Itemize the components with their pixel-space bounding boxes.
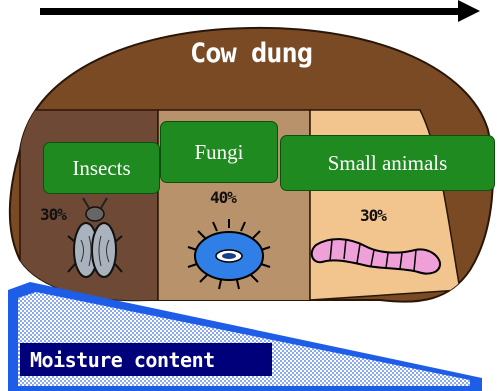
percent-insects: 30%: [40, 205, 66, 224]
diagram-title: Cow dung: [190, 38, 312, 69]
time-arrow-icon: [40, 0, 480, 22]
label-fungi-text: Fungi: [194, 140, 243, 165]
moisture-content-label: Moisture content: [20, 343, 272, 376]
label-small-animals-text: Small animals: [328, 151, 448, 176]
percent-fungi: 40%: [210, 188, 236, 207]
percent-small-animals: 30%: [360, 206, 386, 225]
label-fungi: Fungi: [160, 121, 278, 183]
label-insects-text: Insects: [72, 156, 130, 181]
label-insects: Insects: [43, 142, 160, 194]
label-small-animals: Small animals: [280, 135, 495, 191]
